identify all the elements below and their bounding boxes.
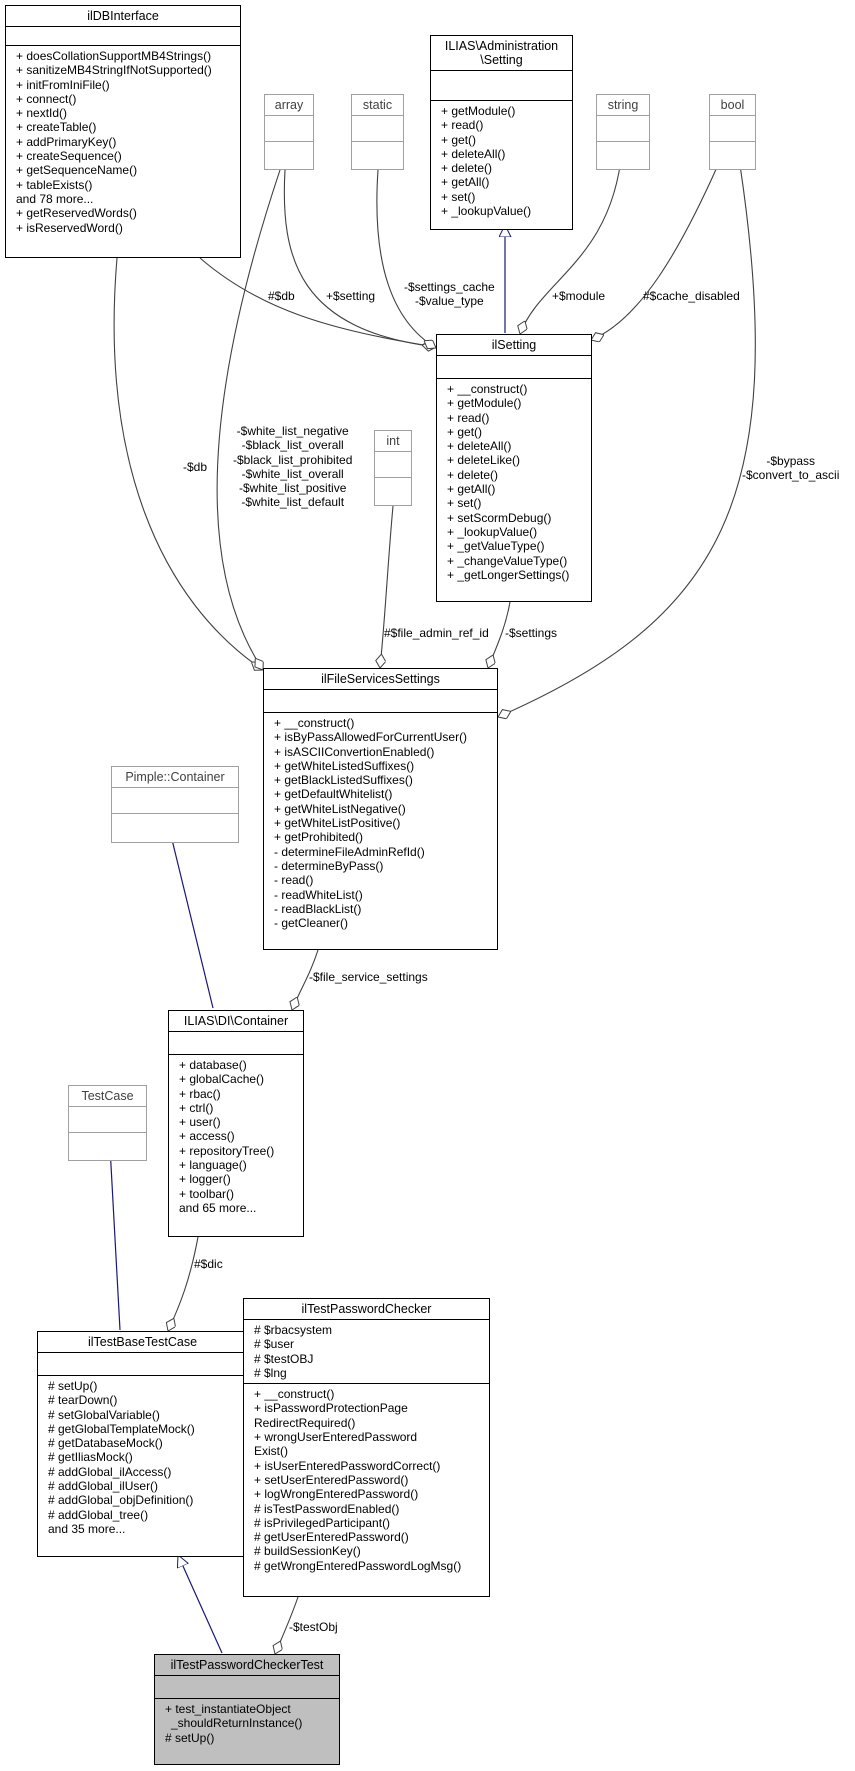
class-title: int — [375, 431, 411, 452]
edge-label-db: #$db — [268, 289, 295, 303]
attributes-section — [710, 116, 755, 142]
methods-section: # setUp() # tearDown() # setGlobalVariab… — [48, 1379, 195, 1536]
attributes-section — [264, 690, 497, 713]
edge-bool-to-fileservices — [498, 164, 756, 717]
methods-section — [69, 1133, 146, 1139]
attributes-section — [38, 1353, 247, 1376]
methods-section: + database() + globalCache() + rbac() + … — [179, 1058, 275, 1215]
methods-section: + __construct() + getModule() + read() +… — [447, 382, 570, 582]
edge-label-file-service-settings: -$file_service_settings — [309, 970, 428, 984]
edge-bool-to-ilsetting — [591, 164, 719, 340]
class-pimple-container[interactable]: Pimple::Container — [111, 766, 239, 843]
edge-label-file-admin-ref-id: #$file_admin_ref_id — [384, 626, 489, 640]
class-ildbinterface[interactable]: ilDBInterface + doesCollationSupportMB4S… — [5, 5, 241, 258]
class-title: Pimple::Container — [112, 767, 238, 788]
attributes-section — [69, 1107, 146, 1133]
methods-section — [112, 814, 238, 820]
class-int[interactable]: int — [374, 430, 412, 506]
attributes-section — [155, 1676, 339, 1699]
edge-label-dic: #$dic — [194, 1257, 223, 1271]
methods-section — [265, 142, 313, 148]
edge-array-to-fileservices — [216, 169, 281, 670]
edge-label-setting: +$setting — [326, 289, 376, 303]
attributes-section — [352, 116, 403, 142]
class-title: bool — [710, 95, 755, 116]
attributes-section: # $rbacsystem # $user # $testOBJ # $lng — [244, 1320, 489, 1385]
edge-array-to-ilsetting — [283, 169, 436, 347]
edge-label-fs-db: -$db — [183, 460, 208, 474]
edge-container-to-basetestcase — [168, 1236, 199, 1331]
attributes-section — [375, 452, 411, 478]
attributes-section — [112, 788, 238, 814]
class-testcase[interactable]: TestCase — [68, 1085, 147, 1161]
class-ilfileservicessettings[interactable]: ilFileServicesSettings + __construct() +… — [263, 668, 498, 950]
edge-label-bypass: -$bypass -$convert_to_ascii — [742, 454, 840, 483]
class-title: static — [352, 95, 403, 116]
class-ilsetting[interactable]: ilSetting + __construct() + getModule() … — [436, 334, 592, 602]
class-title: ILIAS\DI\Container — [169, 1011, 303, 1032]
class-title: ilTestBaseTestCase — [38, 1332, 247, 1353]
attributes-section — [265, 116, 313, 142]
class-title: ilTestPasswordCheckerTest — [155, 1655, 339, 1676]
edge-label-cache-value: -$settings_cache -$value_type — [404, 280, 495, 309]
class-title: TestCase — [69, 1086, 146, 1107]
class-setting-interface[interactable]: ILIAS\Administration \Setting + getModul… — [430, 35, 573, 230]
class-iltestpasswordcheckertest[interactable]: ilTestPasswordCheckerTest + test_instant… — [154, 1654, 340, 1765]
methods-section: + getModule() + read() + get() + deleteA… — [441, 104, 532, 219]
attributes-section — [6, 27, 240, 46]
methods-section: + __construct() + isPasswordProtectionPa… — [254, 1387, 462, 1573]
methods-section — [597, 142, 649, 148]
class-string[interactable]: string — [596, 94, 650, 170]
class-title: string — [597, 95, 649, 116]
edge-fileservices-to-container — [292, 949, 319, 1010]
class-title: ILIAS\Administration \Setting — [431, 36, 572, 71]
class-title: ilSetting — [437, 335, 591, 356]
class-static[interactable]: static — [351, 94, 404, 170]
edge-string-to-ilsetting — [520, 149, 623, 334]
edge-ilsetting-to-fileservices — [488, 601, 511, 668]
class-bool[interactable]: bool — [709, 94, 756, 170]
edge-label-white-lists: -$white_list_negative -$black_list_overa… — [233, 424, 353, 510]
methods-section: + doesCollationSupportMB4Strings() + san… — [16, 49, 212, 235]
edge-container-extends-pimple — [166, 815, 214, 1009]
methods-section: + __construct() + isByPassAllowedForCurr… — [274, 716, 468, 931]
edge-checkertest-extends-basetestcase — [178, 1555, 223, 1654]
edge-label-settings: -$settings — [505, 626, 558, 640]
edge-static-to-ilsetting — [376, 169, 436, 348]
edge-basetestcase-extends-testcase — [110, 1147, 121, 1331]
class-di-container[interactable]: ILIAS\DI\Container + database() + global… — [168, 1010, 304, 1237]
edge-int-to-fileservices — [380, 505, 394, 668]
methods-section — [375, 478, 411, 484]
class-title: array — [265, 95, 313, 116]
methods-section: + test_instantiateObject _shouldReturnIn… — [165, 1702, 303, 1745]
methods-section — [352, 142, 403, 148]
methods-section — [710, 142, 755, 148]
class-array[interactable]: array — [264, 94, 314, 170]
edge-label-module: +$module — [552, 289, 606, 303]
attributes-section — [431, 71, 572, 101]
edge-label-testobj: -$testObj — [289, 1620, 338, 1634]
attributes-section — [169, 1032, 303, 1055]
edge-label-cache-disabled: #$cache_disabled — [643, 289, 740, 303]
attributes-section — [597, 116, 649, 142]
class-iltestpasswordchecker[interactable]: ilTestPasswordChecker # $rbacsystem # $u… — [243, 1298, 490, 1597]
class-title: ilDBInterface — [6, 6, 240, 27]
attributes-section — [437, 356, 591, 379]
class-iltestbasetestcase[interactable]: ilTestBaseTestCase # setUp() # tearDown(… — [37, 1331, 248, 1557]
class-title: ilTestPasswordChecker — [244, 1299, 489, 1320]
class-title: ilFileServicesSettings — [264, 669, 497, 690]
edge-checker-to-checkertest — [275, 1596, 299, 1654]
edge-db-to-fileservices — [113, 257, 263, 670]
